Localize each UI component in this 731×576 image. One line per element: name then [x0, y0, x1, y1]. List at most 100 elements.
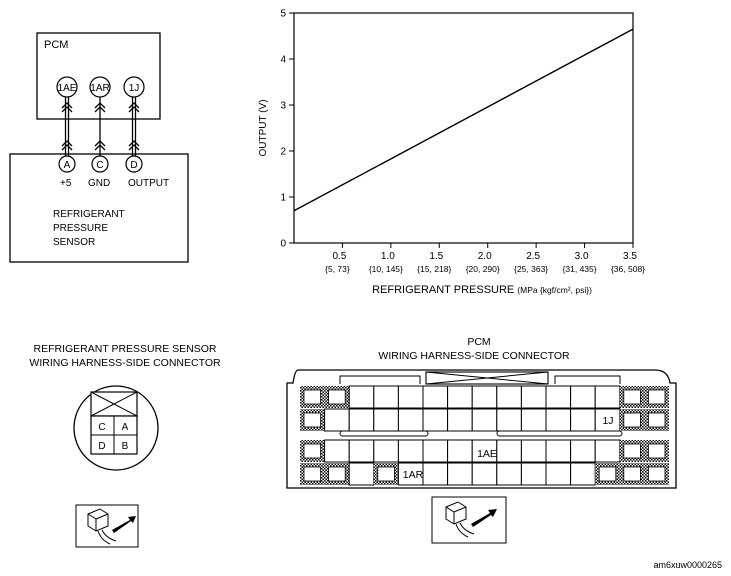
x-tick-sublabel: {31, 435} — [563, 264, 597, 274]
sensor-connector-title-line2: WIRING HARNESS-SIDE CONNECTOR — [29, 357, 221, 369]
x-tick-sublabel: {20, 290} — [466, 264, 500, 274]
pcm-cavity — [520, 385, 547, 409]
pcm-connector-title-line2: WIRING HARNESS-SIDE CONNECTOR — [378, 350, 570, 362]
pcm-cavity — [397, 439, 424, 463]
pcm-cavity — [447, 385, 473, 409]
pcm-cavity — [545, 462, 572, 486]
pin-function-output: OUTPUT — [128, 178, 169, 189]
pcm-cavity — [623, 443, 641, 459]
pcm-connector-terminal-1j: 1J — [602, 415, 613, 427]
sensor-connector-pin: D — [98, 441, 105, 452]
pcm-cavity — [471, 385, 498, 409]
pcm-terminal-label: 1J — [129, 83, 140, 94]
x-tick-sublabel: {10, 145} — [369, 264, 403, 274]
pcm-cavity — [496, 462, 522, 486]
pcm-cavity — [324, 408, 350, 432]
pcm-cavity — [373, 408, 399, 432]
pcm-cavity — [328, 466, 346, 482]
figure-code: am6xuw0000265 — [653, 560, 722, 570]
x-tick-sublabel: {25, 363} — [514, 264, 548, 274]
pcm-cavity — [377, 466, 395, 482]
pcm-cavity — [348, 439, 375, 463]
pcm-cavity — [447, 462, 473, 486]
x-tick-sublabel: {15, 218} — [417, 264, 451, 274]
pcm-connector-terminal-1ar: 1AR — [403, 469, 424, 481]
pcm-cavity — [328, 389, 346, 405]
x-axis-label: REFRIGERANT PRESSURE(MPa {kgf/cm², psi}) — [372, 284, 592, 296]
x-tick-label: 1.5 — [429, 251, 443, 262]
pcm-cavity — [623, 466, 641, 482]
pcm-cavity — [373, 385, 399, 409]
x-tick-label: 1.0 — [381, 251, 395, 262]
x-tick-label: 2.0 — [478, 251, 492, 262]
pcm-cavity — [520, 408, 547, 432]
x-tick-sublabel: {5, 73} — [325, 264, 350, 274]
pcm-terminal-1j: 1J — [123, 76, 145, 98]
output-line — [293, 28, 634, 212]
x-axis-label-main: REFRIGERANT PRESSURE — [372, 284, 514, 296]
pcm-cavity — [496, 439, 522, 463]
sensor-pin-label: C — [96, 160, 103, 171]
x-tick-label: 2.5 — [526, 251, 540, 262]
pcm-cavity — [648, 466, 666, 482]
pcm-cavity — [397, 408, 424, 432]
sensor-connector-title-line1: REFRIGERANT PRESSURE SENSOR — [33, 343, 216, 355]
sensor-connector-pin: B — [122, 441, 129, 452]
pcm-cavity — [570, 462, 596, 486]
pcm-cavity — [545, 408, 572, 432]
pin-function-plus5: +5 — [60, 178, 72, 189]
pcm-cavity — [496, 385, 522, 409]
pcm-cavity — [422, 408, 449, 432]
sensor-name-line1: REFRIGERANT — [53, 209, 125, 220]
sensor-pin-label: D — [130, 160, 137, 171]
pcm-cavity — [594, 385, 621, 409]
pcm-cavity — [303, 412, 322, 428]
pcm-cavity — [545, 439, 572, 463]
y-tick-label: 2 — [280, 147, 286, 158]
pcm-cavity — [348, 462, 375, 486]
x-tick-label: 3.5 — [623, 251, 637, 262]
sensor-pin-a: A — [58, 155, 76, 173]
pcm-cavity — [648, 443, 666, 459]
sensor-pin-d: D — [125, 155, 143, 173]
pcm-cavity — [520, 462, 547, 486]
pcm-cavity — [648, 389, 666, 405]
pcm-cavity — [303, 389, 322, 405]
y-tick-label: 4 — [280, 55, 286, 66]
pcm-terminal-1ar: 1AR — [89, 76, 111, 98]
pcm-cavity — [303, 466, 322, 482]
pcm-cavity — [520, 439, 547, 463]
plug-illustration-icon — [431, 496, 507, 544]
pcm-cavity — [623, 389, 641, 405]
pcm-box — [36, 32, 161, 120]
pcm-cavity — [648, 412, 666, 428]
pcm-cavity — [471, 462, 498, 486]
pcm-cavity — [496, 408, 522, 432]
y-tick-label: 3 — [280, 101, 286, 112]
y-axis-label: OUTPUT (V) — [258, 99, 269, 156]
x-tick-label: 3.0 — [575, 251, 589, 262]
sensor-box — [9, 153, 189, 263]
pcm-cavity — [570, 408, 596, 432]
pcm-cavity — [303, 443, 322, 459]
pcm-connector: PCM WIRING HARNESS-SIDE CONNECTOR 1J 1AE… — [286, 336, 677, 544]
y-tick-label: 0 — [280, 239, 286, 250]
pcm-cavity — [570, 385, 596, 409]
pcm-cavity — [348, 408, 375, 432]
pcm-cavity — [471, 408, 498, 432]
wiring-diagram: PCM 1AE 1AR 1J A — [9, 32, 189, 263]
pcm-label: PCM — [44, 39, 68, 51]
pcm-cavity — [447, 439, 473, 463]
chart-plot-area — [293, 12, 634, 244]
x-axis: 0.5{5, 73}1.0{10, 145}1.5{15, 218}2.0{20… — [325, 243, 645, 274]
y-tick-label: 1 — [280, 193, 286, 204]
x-tick-sublabel: {36, 508} — [611, 264, 645, 274]
pcm-terminal-label: 1AR — [90, 83, 109, 94]
pcm-cavity — [348, 385, 375, 409]
wire-set — [61, 97, 140, 157]
pcm-connector-terminal-1ae: 1AE — [477, 448, 497, 460]
sensor-pin-label: A — [64, 160, 71, 171]
